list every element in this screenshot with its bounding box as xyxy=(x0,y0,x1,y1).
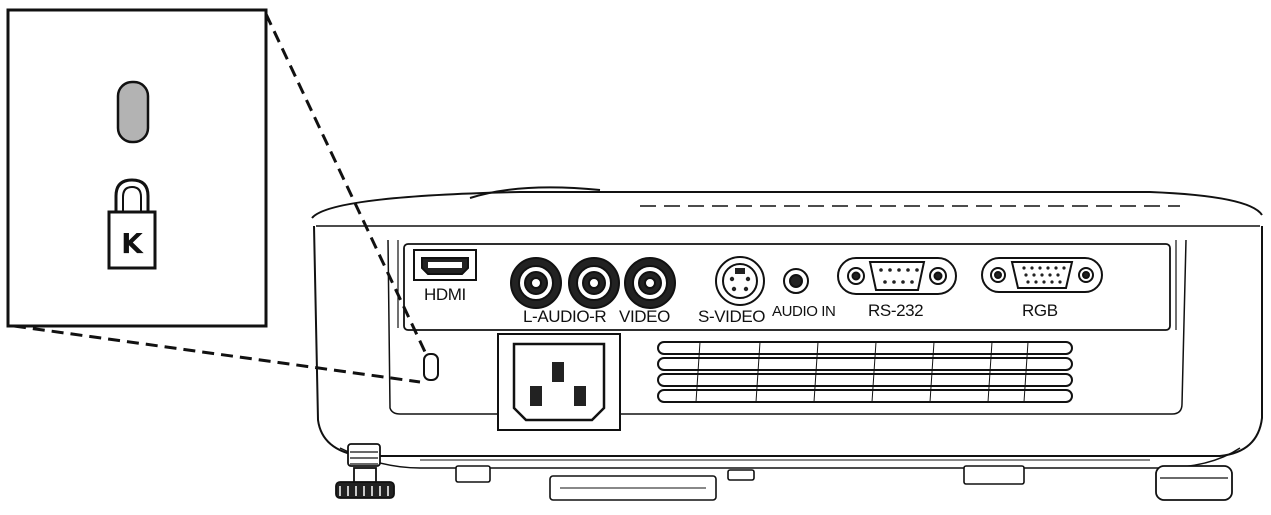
callout-box xyxy=(6,8,268,328)
svideo-label: S-VIDEO xyxy=(698,307,765,326)
audio-in-label: AUDIO IN xyxy=(772,303,835,320)
callout-leader-lines xyxy=(13,13,428,384)
power-socket[interactable] xyxy=(497,333,621,431)
kensington-lock-icon: K xyxy=(107,178,157,270)
rgb-port[interactable] xyxy=(981,257,1103,293)
bottom-tabs xyxy=(455,465,1025,501)
audio-lr-label: L-AUDIO-R xyxy=(523,307,606,326)
audio-in-jack[interactable] xyxy=(783,268,809,294)
hdmi-label: HDMI xyxy=(424,285,466,304)
projector-body xyxy=(311,186,1263,469)
video-jack[interactable] xyxy=(624,257,676,309)
rs232-port[interactable] xyxy=(837,257,957,295)
rs232-label: RS-232 xyxy=(868,301,923,320)
audio-right-jack[interactable] xyxy=(568,257,620,309)
kensington-slot[interactable] xyxy=(423,353,439,381)
svideo-port[interactable] xyxy=(715,256,765,306)
video-label: VIDEO xyxy=(619,307,670,326)
kensington-k-glyph: K xyxy=(121,227,144,260)
rgb-label: RGB xyxy=(1022,301,1058,320)
zoomed-lock-slot xyxy=(116,80,150,144)
adjustable-foot-left[interactable] xyxy=(335,443,395,499)
foot-right xyxy=(1155,465,1233,501)
audio-left-jack[interactable] xyxy=(510,257,562,309)
hdmi-port[interactable] xyxy=(413,249,477,281)
air-vents xyxy=(657,341,1073,403)
